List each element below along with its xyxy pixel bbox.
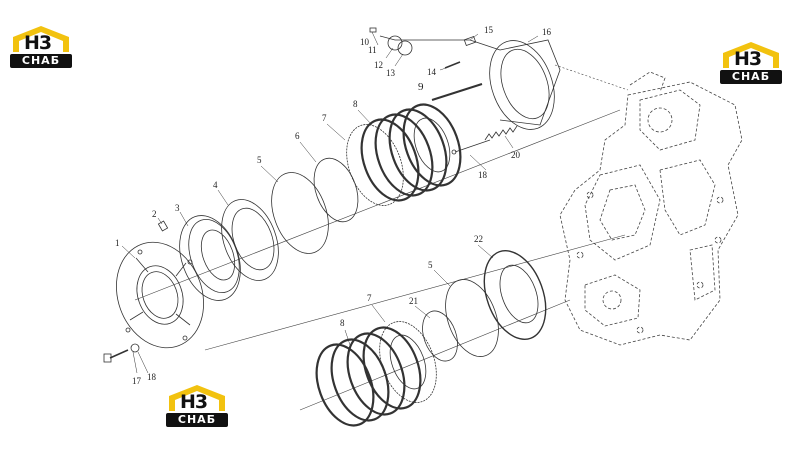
callout-17: 17	[132, 376, 142, 386]
callout-4: 4	[213, 180, 218, 190]
callout-9: 9	[418, 81, 424, 93]
parts-10-15-hardware	[369, 27, 501, 69]
callout-14: 14	[427, 67, 437, 77]
leader-lines	[121, 31, 539, 374]
logo-badge: СНАБ	[720, 70, 782, 84]
logo-mark: H3	[24, 32, 52, 54]
part-2-pin	[157, 220, 169, 232]
logo-badge: СНАБ	[10, 54, 72, 68]
part-5-seal-upper	[271, 172, 329, 254]
part-5-seal-lower	[445, 279, 499, 357]
logo-mark: H3	[180, 391, 208, 413]
axis-lines	[134, 64, 629, 411]
callout-7-upper: 7	[322, 113, 327, 123]
callout-12: 12	[374, 60, 383, 70]
part-16-housing-ring	[489, 39, 561, 130]
part-4-ring	[221, 199, 279, 281]
callout-7-lower: 7	[367, 293, 372, 303]
callout-8-lower: 8	[340, 318, 345, 328]
callout-20: 20	[511, 150, 521, 160]
brand-logo-top-right: H3 СНАБ	[720, 40, 782, 84]
callout-1: 1	[115, 238, 120, 248]
callout-15: 15	[484, 25, 494, 35]
callout-22: 22	[474, 234, 483, 244]
logo-mark: H3	[734, 48, 762, 70]
callout-2: 2	[152, 209, 157, 219]
part-17-18-bolt-washer	[103, 343, 140, 363]
callout-18-lower: 18	[147, 372, 157, 382]
callout-5-lower: 5	[428, 260, 433, 270]
house-roof-icon	[13, 26, 69, 52]
callout-6: 6	[295, 131, 300, 141]
part-22-pressure-plate	[483, 250, 547, 340]
brand-logo-top-left: H3 СНАБ	[10, 24, 72, 68]
part-1-cover-plate	[116, 241, 204, 349]
part-7-8-disc-pack-upper	[346, 103, 462, 206]
part-20-spring	[484, 125, 518, 141]
transmission-housing	[559, 71, 743, 346]
callout-8-upper: 8	[353, 99, 358, 109]
callout-21: 21	[409, 296, 418, 306]
callout-labels: 1 2 3 4 5 6 7 8 9 10 11 12 13 14 15 16 1…	[115, 25, 552, 386]
part-7-8-disc-pack-lower	[315, 321, 437, 427]
callout-10: 10	[360, 37, 370, 47]
house-roof-icon	[723, 42, 779, 68]
part-21-seal-lower	[422, 310, 458, 362]
callout-13: 13	[386, 68, 396, 78]
callout-18-upper: 18	[478, 170, 488, 180]
house-roof-icon	[169, 385, 225, 411]
callout-3: 3	[175, 203, 180, 213]
callout-5-upper: 5	[257, 155, 262, 165]
callout-16: 16	[542, 27, 552, 37]
callout-11: 11	[368, 45, 377, 55]
part-6-seal-upper	[313, 157, 359, 223]
logo-badge: СНАБ	[166, 413, 228, 427]
part-9-pin	[431, 83, 483, 101]
brand-logo-bottom: H3 СНАБ	[166, 383, 228, 427]
part-18-bolt-upper	[451, 139, 491, 155]
part-3-piston	[179, 215, 241, 301]
